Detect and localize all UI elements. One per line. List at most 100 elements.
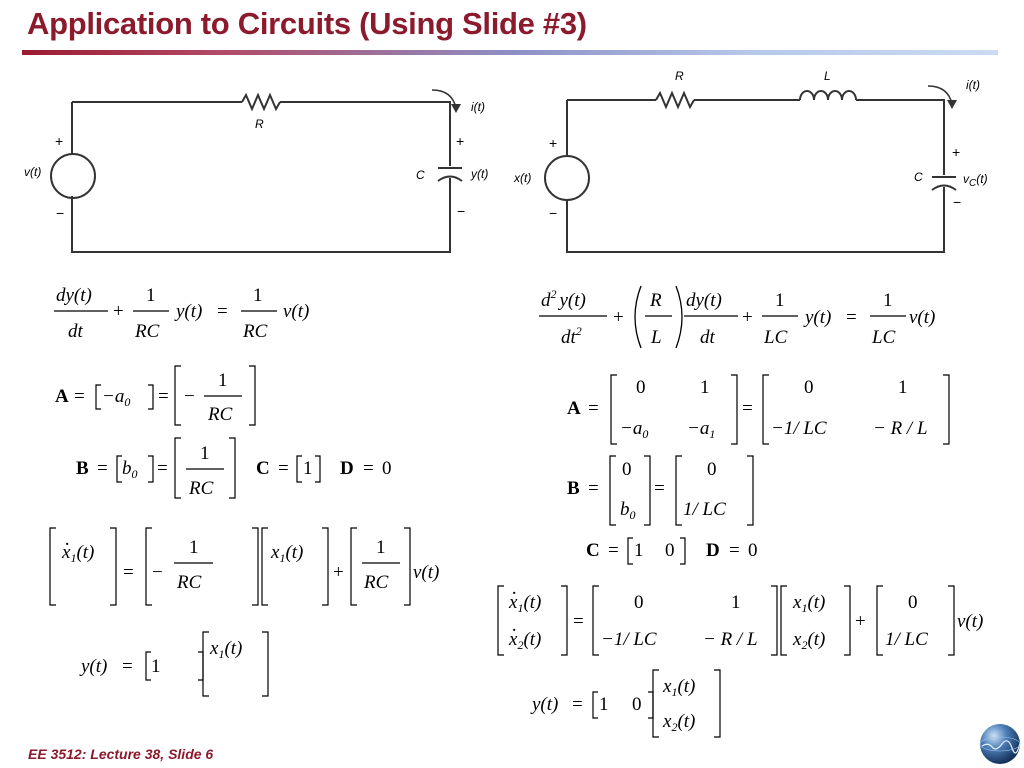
svg-text:0: 0 — [665, 540, 675, 561]
svg-text:=: = — [654, 478, 665, 499]
svg-text:dt2: dt2 — [561, 324, 582, 348]
svg-text:=: = — [729, 540, 740, 561]
rlc-cap-plus: + — [952, 144, 960, 160]
capacitor-icon — [437, 167, 463, 182]
svg-text:1: 1 — [189, 537, 199, 558]
rlc-source-label: x(t) — [513, 171, 531, 185]
svg-text:1: 1 — [883, 290, 893, 311]
svg-text:1: 1 — [775, 290, 785, 311]
rc-ode-one-b: 1 — [253, 285, 263, 306]
rc-circuit — [50, 92, 463, 253]
svg-text:dy(t): dy(t) — [686, 290, 722, 311]
svg-text:LC: LC — [871, 327, 896, 348]
svg-text:RC: RC — [207, 404, 233, 425]
svg-text:C: C — [256, 458, 270, 479]
voltage-source-icon — [50, 153, 96, 199]
svg-text:=: = — [846, 307, 857, 328]
svg-text:1: 1 — [599, 694, 609, 715]
rc-ode-yt: y(t) — [174, 301, 202, 322]
svg-text:y(t): y(t) — [803, 307, 831, 328]
svg-text:=: = — [74, 386, 85, 407]
svg-text:+: + — [742, 307, 753, 328]
svg-text:=: = — [97, 458, 108, 479]
svg-text:0: 0 — [622, 459, 632, 480]
svg-text:x1(t): x1(t) — [61, 542, 94, 565]
svg-text:=: = — [122, 656, 133, 677]
svg-text:0: 0 — [804, 377, 814, 398]
svg-text:b0: b0 — [620, 499, 636, 522]
rc-matrix-a: A = −a0 = − 1 RC — [55, 365, 256, 426]
svg-text:=: = — [217, 301, 228, 322]
rc-output-equation: y(t) = 1 x1(t) — [79, 631, 269, 697]
svg-text:+: + — [113, 301, 124, 322]
svg-text:x1(t): x1(t) — [270, 542, 303, 565]
rlc-output-label: vC(t) — [963, 172, 988, 189]
svg-text:−a0: −a0 — [620, 418, 648, 441]
rc-cap-minus: − — [457, 203, 465, 219]
voltage-source-icon — [544, 155, 590, 201]
svg-text:B: B — [567, 478, 580, 499]
svg-text:y(t): y(t) — [79, 656, 107, 677]
slide-title: Application to Circuits (Using Slide #3) — [27, 6, 587, 41]
svg-text:0: 0 — [634, 592, 644, 613]
svg-text:RC: RC — [176, 572, 202, 593]
svg-text:D: D — [706, 540, 720, 561]
resistor-icon — [655, 90, 695, 110]
rlc-src-plus: + — [549, 135, 557, 151]
svg-text:0: 0 — [632, 694, 642, 715]
svg-text:B: B — [76, 458, 89, 479]
rlc-cap-label: C — [914, 170, 923, 184]
rc-ode-rc-b: RC — [242, 321, 268, 342]
svg-text:=: = — [363, 458, 374, 479]
svg-text:1: 1 — [303, 458, 313, 479]
svg-text:=: = — [588, 478, 599, 499]
rc-a-lhs: A — [55, 386, 69, 407]
svg-text:v(t): v(t) — [909, 307, 935, 328]
svg-text:A: A — [567, 398, 581, 419]
rlc-current-arrow — [927, 85, 957, 109]
svg-text:RC: RC — [188, 478, 214, 499]
rc-current-label: i(t) — [471, 100, 485, 114]
svg-text:R: R — [649, 290, 662, 311]
svg-text:v(t): v(t) — [957, 611, 983, 632]
svg-text:=: = — [742, 398, 753, 419]
svg-text:0: 0 — [908, 592, 918, 613]
svg-text:·: · — [511, 620, 517, 641]
rlc-src-minus: − — [549, 205, 557, 221]
svg-text:0: 0 — [636, 377, 646, 398]
svg-text:0: 0 — [748, 540, 758, 561]
rc-src-minus: − — [56, 205, 64, 221]
rc-src-plus: + — [55, 133, 63, 149]
svg-text:−1/ LC: −1/ LC — [601, 629, 657, 650]
rlc-matrix-b: B = 0 b0 = 0 1/ LC — [567, 455, 754, 526]
svg-text:−a0: −a0 — [102, 386, 130, 409]
svg-text:1: 1 — [218, 370, 228, 391]
svg-text:=: = — [573, 611, 584, 632]
svg-text:=: = — [123, 562, 134, 583]
inductor-icon — [799, 90, 857, 101]
rlc-state-equation: x1(t) · x2(t) · = 0 1 −1/ LC − R / L x1(… — [497, 583, 983, 656]
rc-matrix-bcd: B = b0 = 1 RC C = 1 D = 0 — [76, 437, 392, 499]
globe-icon — [979, 724, 1021, 764]
slide-footer: EE 3512: Lecture 38, Slide 6 — [28, 746, 214, 762]
rlc-resistor-label: R — [675, 69, 684, 83]
svg-text:+: + — [333, 562, 344, 583]
svg-text:1/ LC: 1/ LC — [683, 499, 726, 520]
rlc-circuit — [544, 90, 957, 253]
svg-text:−a1: −a1 — [687, 418, 715, 441]
svg-text:1: 1 — [731, 592, 741, 613]
svg-text:1: 1 — [376, 537, 386, 558]
svg-text:=: = — [588, 398, 599, 419]
svg-text:RC: RC — [363, 572, 389, 593]
svg-text:x2(t): x2(t) — [508, 629, 541, 652]
svg-text:x1(t): x1(t) — [662, 676, 695, 699]
rlc-matrix-a: A = 0 1 −a0 −a1 = 0 1 −1/ LC − R / L — [567, 374, 950, 445]
svg-text:−: − — [184, 386, 195, 407]
svg-text:L: L — [650, 327, 662, 348]
svg-text:1: 1 — [898, 377, 908, 398]
rc-ode-dy: dy(t) — [56, 285, 92, 306]
rc-cap-plus: + — [456, 133, 464, 149]
rlc-current-label: i(t) — [966, 78, 980, 92]
rlc-output-equation: y(t) = 1 0 x1(t) x2(t) — [530, 669, 721, 738]
svg-text:1: 1 — [634, 540, 644, 561]
